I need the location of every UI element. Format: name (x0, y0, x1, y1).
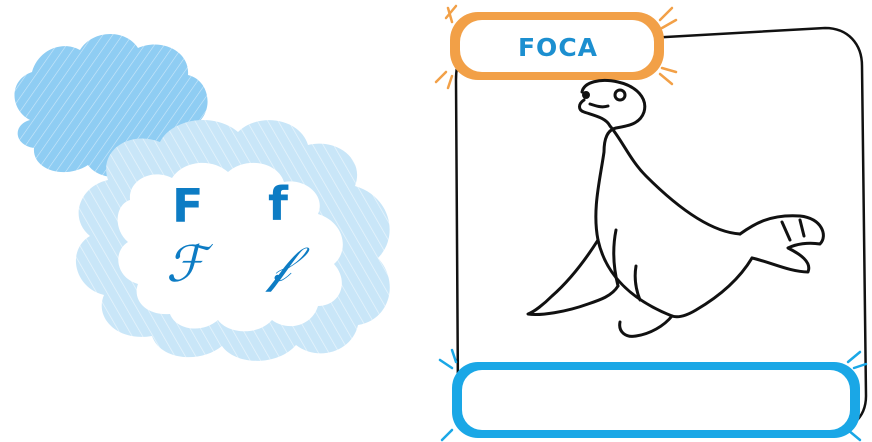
light-cloud (75, 119, 390, 361)
lowercase-print-letter: f (268, 177, 289, 231)
uppercase-cursive-letter: ℱ (166, 235, 206, 293)
clouds-decoration (14, 33, 390, 361)
answer-box[interactable] (460, 368, 854, 430)
answer-frame (438, 348, 868, 442)
lowercase-cursive-letter: 𝒻 (268, 235, 291, 293)
dark-cloud (14, 33, 208, 178)
word-label: FOCA (517, 32, 599, 62)
word-label-frame (434, 4, 678, 90)
seal-icon (526, 78, 825, 338)
letter-display: F f ℱ 𝒻 (150, 175, 350, 315)
uppercase-print-letter: F (172, 179, 204, 233)
